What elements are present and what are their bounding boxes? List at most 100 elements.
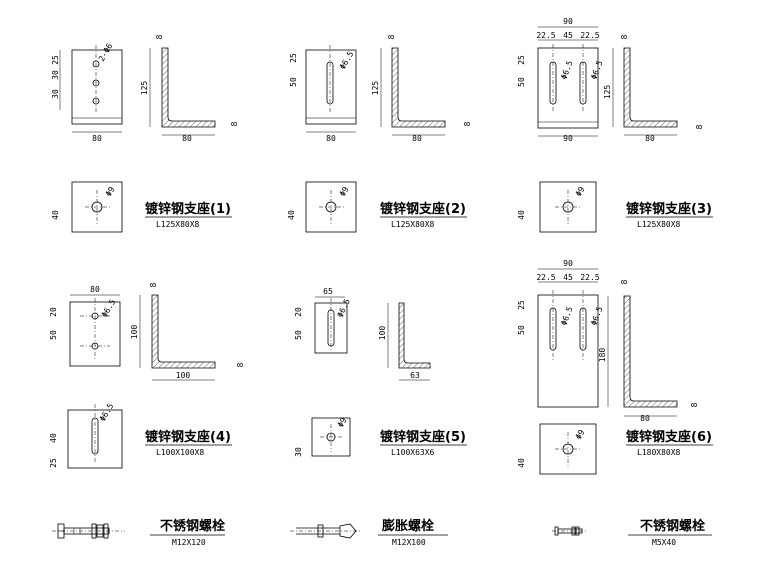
bolt-spec: M12X100: [392, 538, 426, 547]
dim-label: 30: [51, 89, 60, 99]
support-title: 镀锌钢支座(5): [380, 429, 466, 445]
dim-label: 8: [230, 121, 239, 126]
dim-label: 80: [90, 285, 100, 294]
hole-label: 2-Φ6: [97, 42, 115, 63]
support-4-hole: [91, 312, 99, 320]
support-2-plate: [305, 49, 357, 125]
hole-label: Φ9: [338, 185, 351, 198]
dim-label: 80: [412, 134, 422, 143]
hole-label: Φ6.5: [336, 297, 352, 318]
dim-label: 22.5: [580, 31, 599, 40]
dim-label: 90: [563, 17, 573, 26]
support-6-slot: [579, 307, 587, 351]
dim-label: 50: [517, 325, 526, 335]
dim-label: 100: [130, 325, 139, 340]
dim-label: 25: [51, 55, 60, 65]
dim-label: 8: [690, 402, 699, 407]
dim-label: 8: [620, 279, 629, 284]
hole-label: Φ9: [104, 185, 117, 198]
bolt-spec: M5X40: [652, 538, 676, 547]
support-1-group: 25 30 30 2-Φ6 80 8 125 80 8 40 Φ9 镀锌钢支座(…: [51, 34, 239, 233]
support-spec: L125X80X8: [391, 220, 435, 229]
support-1-plate: [71, 49, 123, 125]
dim-label: 80: [326, 134, 336, 143]
support-4-angle-section: [151, 294, 216, 369]
support-3-slot: [579, 61, 587, 105]
support-3-plate: [537, 47, 599, 129]
dim-label: 25: [517, 55, 526, 65]
dim-label: 25: [517, 300, 526, 310]
hole-label: Φ6.5: [100, 298, 118, 319]
dim-label: 8: [463, 121, 472, 126]
support-1-base-plate: [71, 181, 123, 233]
dim-label: 20: [49, 307, 58, 317]
support-1-hole: [92, 97, 100, 105]
hole-label: Φ6.5: [559, 59, 574, 80]
support-5-base-plate: [311, 417, 351, 457]
hole-label: Φ9: [574, 428, 587, 441]
support-4-group: 80 20 50 Φ6.5 8 100 100 8 40 25 Φ6.5 镀锌钢…: [49, 282, 245, 469]
support-title: 镀锌钢支座(2): [380, 201, 466, 217]
support-2-group: 25 50 Φ6.5 80 8 125 80 8 40 Φ9 镀锌钢支座(2) …: [287, 34, 472, 233]
dim-label: 80: [182, 134, 192, 143]
support-3-slot: [549, 61, 557, 105]
support-spec: L100X100X8: [156, 448, 204, 457]
bolt-title: 不锈钢螺栓: [160, 518, 225, 534]
dim-label: 100: [378, 326, 387, 341]
dim-label: 20: [294, 307, 303, 317]
support-6-plate: [537, 294, 599, 408]
dim-label: 8: [149, 282, 158, 287]
dim-label: 80: [92, 134, 102, 143]
dim-label: 50: [49, 330, 58, 340]
support-title: 镀锌钢支座(3): [626, 201, 712, 217]
bolt-drawing: [52, 523, 125, 539]
bolt-3-group: 不锈钢螺栓 M5X40: [552, 518, 712, 547]
small-bolt-drawing: [552, 526, 586, 536]
support-6-slot: [549, 307, 557, 351]
dim-label: 90: [563, 259, 573, 268]
support-5-group: 65 20 50 Φ6.5 100 63 30 Φ9 镀锌钢支座(5) L100…: [294, 287, 467, 457]
support-3-base-plate: [539, 181, 597, 233]
dim-label: 63: [410, 371, 420, 380]
bolt-2-group: 膨胀螺栓 M12X100: [290, 518, 448, 547]
dim-label: 50: [294, 330, 303, 340]
dim-label: 125: [603, 85, 612, 100]
support-4-hole: [91, 342, 99, 350]
support-spec: L100X63X6: [391, 448, 435, 457]
support-5-plate: [314, 302, 348, 354]
dim-label: 80: [640, 414, 650, 423]
support-1-hole: [92, 79, 100, 87]
dim-label: 22.5: [536, 273, 555, 282]
dim-label: 40: [51, 210, 60, 220]
dim-label: 40: [287, 210, 296, 220]
dim-label: 40: [517, 210, 526, 220]
dim-label: 50: [517, 77, 526, 87]
dim-label: 45: [563, 273, 573, 282]
dim-label: 45: [563, 31, 573, 40]
hole-label: Φ9: [336, 416, 349, 429]
support-title: 镀锌钢支座(4): [145, 429, 231, 445]
dim-label: 40: [49, 433, 58, 443]
dim-label: 22.5: [580, 273, 599, 282]
support-spec: L125X80X8: [156, 220, 200, 229]
bolt-spec: M12X120: [172, 538, 206, 547]
support-title: 镀锌钢支座(6): [626, 429, 712, 445]
dim-label: 30: [51, 70, 60, 80]
support-6-group: 90 22.5 45 22.5 25 50 Φ6.5 Φ6.5 8 180 80…: [517, 259, 713, 475]
support-2-angle-section: [391, 47, 446, 128]
dim-label: 8: [387, 34, 396, 39]
support-title: 镀锌钢支座(1): [145, 201, 231, 217]
hole-label: Φ6.5: [589, 305, 604, 326]
dim-label: 180: [598, 348, 607, 363]
hole-label: Φ6.5: [589, 59, 604, 80]
dim-label: 8: [236, 362, 245, 367]
dim-label: 100: [176, 371, 191, 380]
bolt-title: 膨胀螺栓: [381, 518, 434, 534]
anchor-bolt-drawing: [290, 523, 362, 539]
support-2-base-plate: [305, 181, 357, 233]
dim-label: 25: [289, 53, 298, 63]
support-4-base-slot: [91, 417, 99, 455]
dim-label: 8: [620, 34, 629, 39]
hole-label: Φ9: [574, 185, 587, 198]
support-6-base-plate: [539, 423, 597, 475]
